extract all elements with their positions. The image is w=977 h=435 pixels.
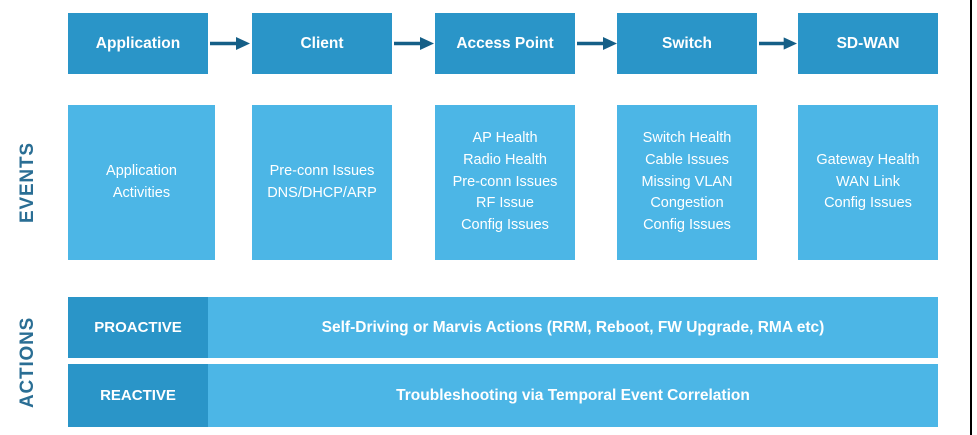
event-box-access-point: AP Health Radio Health Pre-conn Issues R… — [435, 105, 575, 260]
flow-node-switch: Switch — [617, 13, 757, 74]
action-bar-proactive: Self-Driving or Marvis Actions (RRM, Reb… — [208, 297, 938, 358]
page-edge-line — [970, 0, 972, 435]
flow-node-application: Application — [68, 13, 208, 74]
flow-arrow-icon — [210, 37, 250, 50]
flow-node-client: Client — [252, 13, 392, 74]
action-label-reactive: REACTIVE — [68, 364, 208, 427]
action-label-proactive: PROACTIVE — [68, 297, 208, 358]
event-box-client: Pre-conn Issues DNS/DHCP/ARP — [252, 105, 392, 260]
flow-arrow-icon — [577, 37, 617, 50]
event-box-switch: Switch Health Cable Issues Missing VLAN … — [617, 105, 757, 260]
flow-arrow-icon — [759, 37, 797, 50]
event-box-application: Application Activities — [68, 105, 215, 260]
flow-arrow-icon — [394, 37, 434, 50]
actions-section-label: ACTIONS — [17, 316, 38, 408]
flow-node-sd-wan: SD-WAN — [798, 13, 938, 74]
action-bar-reactive: Troubleshooting via Temporal Event Corre… — [208, 364, 938, 427]
event-box-sd-wan: Gateway Health WAN Link Config Issues — [798, 105, 938, 260]
events-section-label: EVENTS — [17, 142, 38, 223]
flow-node-access-point: Access Point — [435, 13, 575, 74]
